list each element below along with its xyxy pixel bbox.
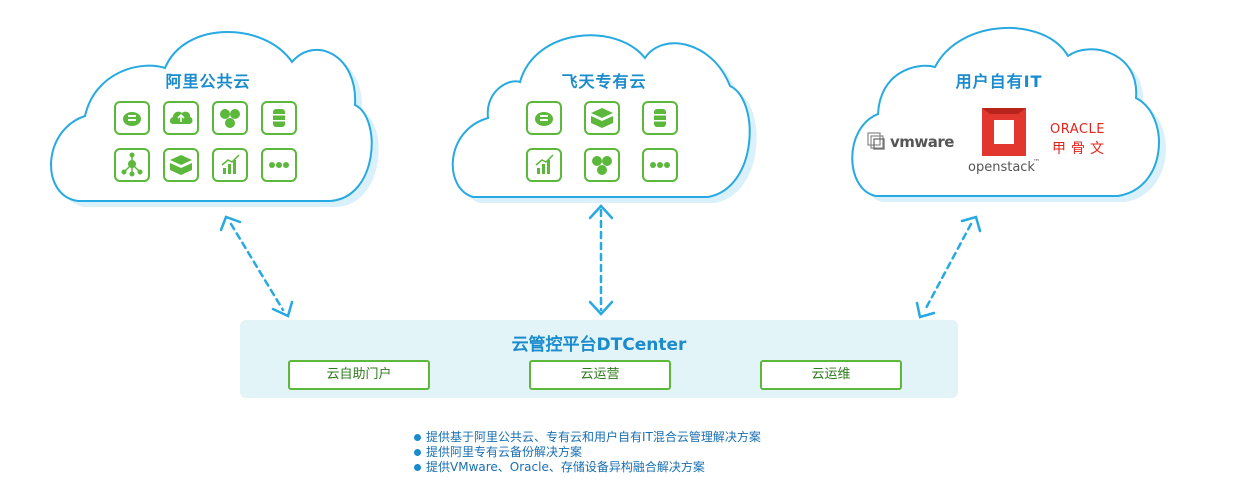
database-icon[interactable]: [114, 101, 150, 135]
arrows-layer: [219, 204, 982, 319]
feature-notes: 提供基于阿里公共云、专有云和用户自有IT混合云管理解决方案 提供阿里专有云备份解…: [413, 430, 761, 475]
arrow-heads: [219, 204, 982, 319]
more-icon[interactable]: [642, 148, 678, 182]
analytics-chart-icon[interactable]: [212, 148, 248, 182]
cloud-maintenance-button[interactable]: 云运维: [760, 360, 902, 390]
openstack-wordmark: openstack: [968, 160, 1035, 175]
openstack-trademark: ™: [1033, 158, 1040, 166]
vmware-logo-mark: [867, 132, 885, 150]
storage-icon[interactable]: [261, 101, 297, 135]
more-icon[interactable]: [261, 148, 297, 182]
bullet-icon: [414, 464, 421, 471]
openstack-logo-mark: [978, 108, 1030, 156]
box-stack-icon[interactable]: [584, 101, 620, 135]
database-icon[interactable]: [526, 101, 562, 135]
feature-note: 提供基于阿里公共云、专有云和用户自有IT混合云管理解决方案: [413, 430, 761, 445]
self-service-portal-button[interactable]: 云自助门户: [288, 360, 430, 390]
vmware-wordmark: vmware: [890, 133, 954, 151]
cloud-upload-icon[interactable]: [163, 101, 199, 135]
openstack-logo: openstack ™: [964, 104, 1044, 180]
feature-note-text: 提供阿里专有云备份解决方案: [426, 445, 583, 459]
bullet-icon: [414, 434, 421, 441]
analytics-chart-icon[interactable]: [526, 148, 562, 182]
user-it-link-arrow: [923, 222, 973, 312]
feature-note-text: 提供基于阿里公共云、专有云和用户自有IT混合云管理解决方案: [426, 430, 761, 444]
aliyun-link-arrow: [229, 222, 285, 312]
user-it-cloud-title: 用户自有IT: [955, 72, 1043, 91]
aliyun-cloud-title: 阿里公共云: [165, 72, 251, 91]
oracle-wordmark: ORACLE: [1050, 122, 1105, 137]
clusters-icon[interactable]: [212, 101, 248, 135]
network-topology-icon[interactable]: [114, 148, 150, 182]
feature-note: 提供阿里专有云备份解决方案: [413, 445, 761, 460]
platform-title: 云管控平台DTCenter: [511, 335, 687, 355]
cloud-operations-button[interactable]: 云运营: [529, 360, 671, 390]
feature-note-text: 提供VMware、Oracle、存储设备异构融合解决方案: [426, 460, 705, 474]
dtcenter-platform: 云管控平台DTCenter 云自助门户 云运营 云运维: [240, 320, 958, 398]
bullet-icon: [414, 449, 421, 456]
vmware-logo: vmware: [866, 130, 958, 158]
feature-note: 提供VMware、Oracle、存储设备异构融合解决方案: [413, 460, 761, 475]
clusters-icon[interactable]: [584, 148, 620, 182]
box-stack-icon[interactable]: [163, 148, 199, 182]
feitian-cloud-title: 飞天专有云: [561, 72, 647, 91]
storage-icon[interactable]: [642, 101, 678, 135]
oracle-chinese-wordmark: 甲骨文: [1052, 141, 1109, 157]
